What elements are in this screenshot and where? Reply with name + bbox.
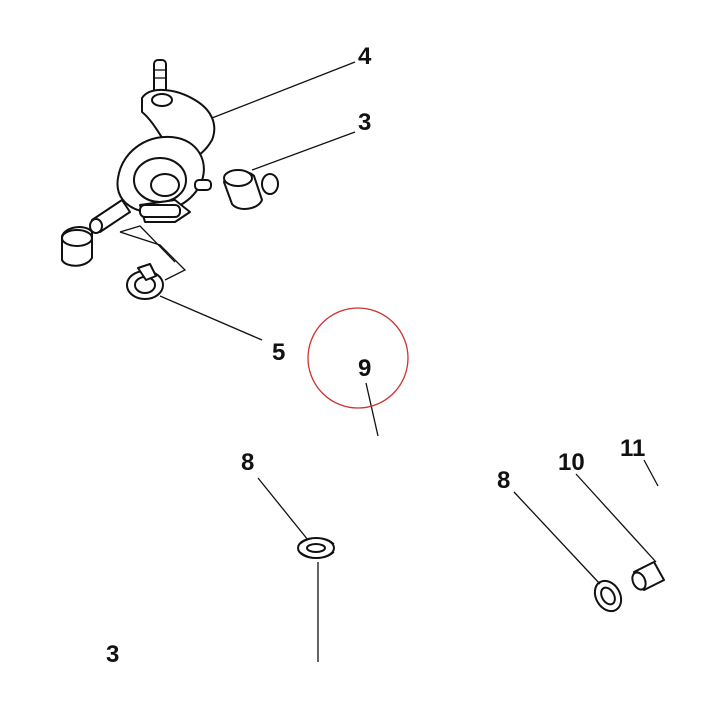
leader-8-right <box>513 491 601 585</box>
callout-11: 11 <box>620 435 645 462</box>
fitting-10 <box>631 561 665 591</box>
callout-3-bottom: 3 <box>106 641 119 668</box>
clamp-8-left <box>297 537 335 559</box>
clamp-5 <box>126 263 164 300</box>
clamp-8-right <box>593 579 623 613</box>
leader-11 <box>643 459 659 487</box>
leader-5 <box>159 295 263 341</box>
leader-9 <box>365 382 379 437</box>
leader-8-left <box>257 477 309 541</box>
hose-end-fitting <box>261 173 279 195</box>
highlight-circle <box>307 307 409 409</box>
callout-3-top: 3 <box>358 109 371 136</box>
clamp-left-edge <box>61 226 93 267</box>
hose-9 <box>310 434 578 616</box>
fitting-3-top <box>223 169 263 210</box>
hose-left-long <box>58 292 508 670</box>
callout-4: 4 <box>358 43 372 70</box>
fuel-valve <box>89 59 216 234</box>
crop-bottom <box>0 662 720 720</box>
callout-10: 10 <box>558 449 585 476</box>
leader-10 <box>575 473 657 563</box>
assembly-bracket-lines <box>119 225 187 281</box>
callout-5: 5 <box>272 339 285 366</box>
leader-lines <box>159 61 659 662</box>
callout-8-right: 8 <box>497 467 510 494</box>
hose-from-fitting <box>52 175 316 548</box>
leader-4 <box>211 61 356 119</box>
callout-9: 9 <box>358 355 371 382</box>
hose-bottom <box>183 633 337 667</box>
leader-3-top <box>251 131 356 171</box>
callout-8-left: 8 <box>241 449 254 476</box>
